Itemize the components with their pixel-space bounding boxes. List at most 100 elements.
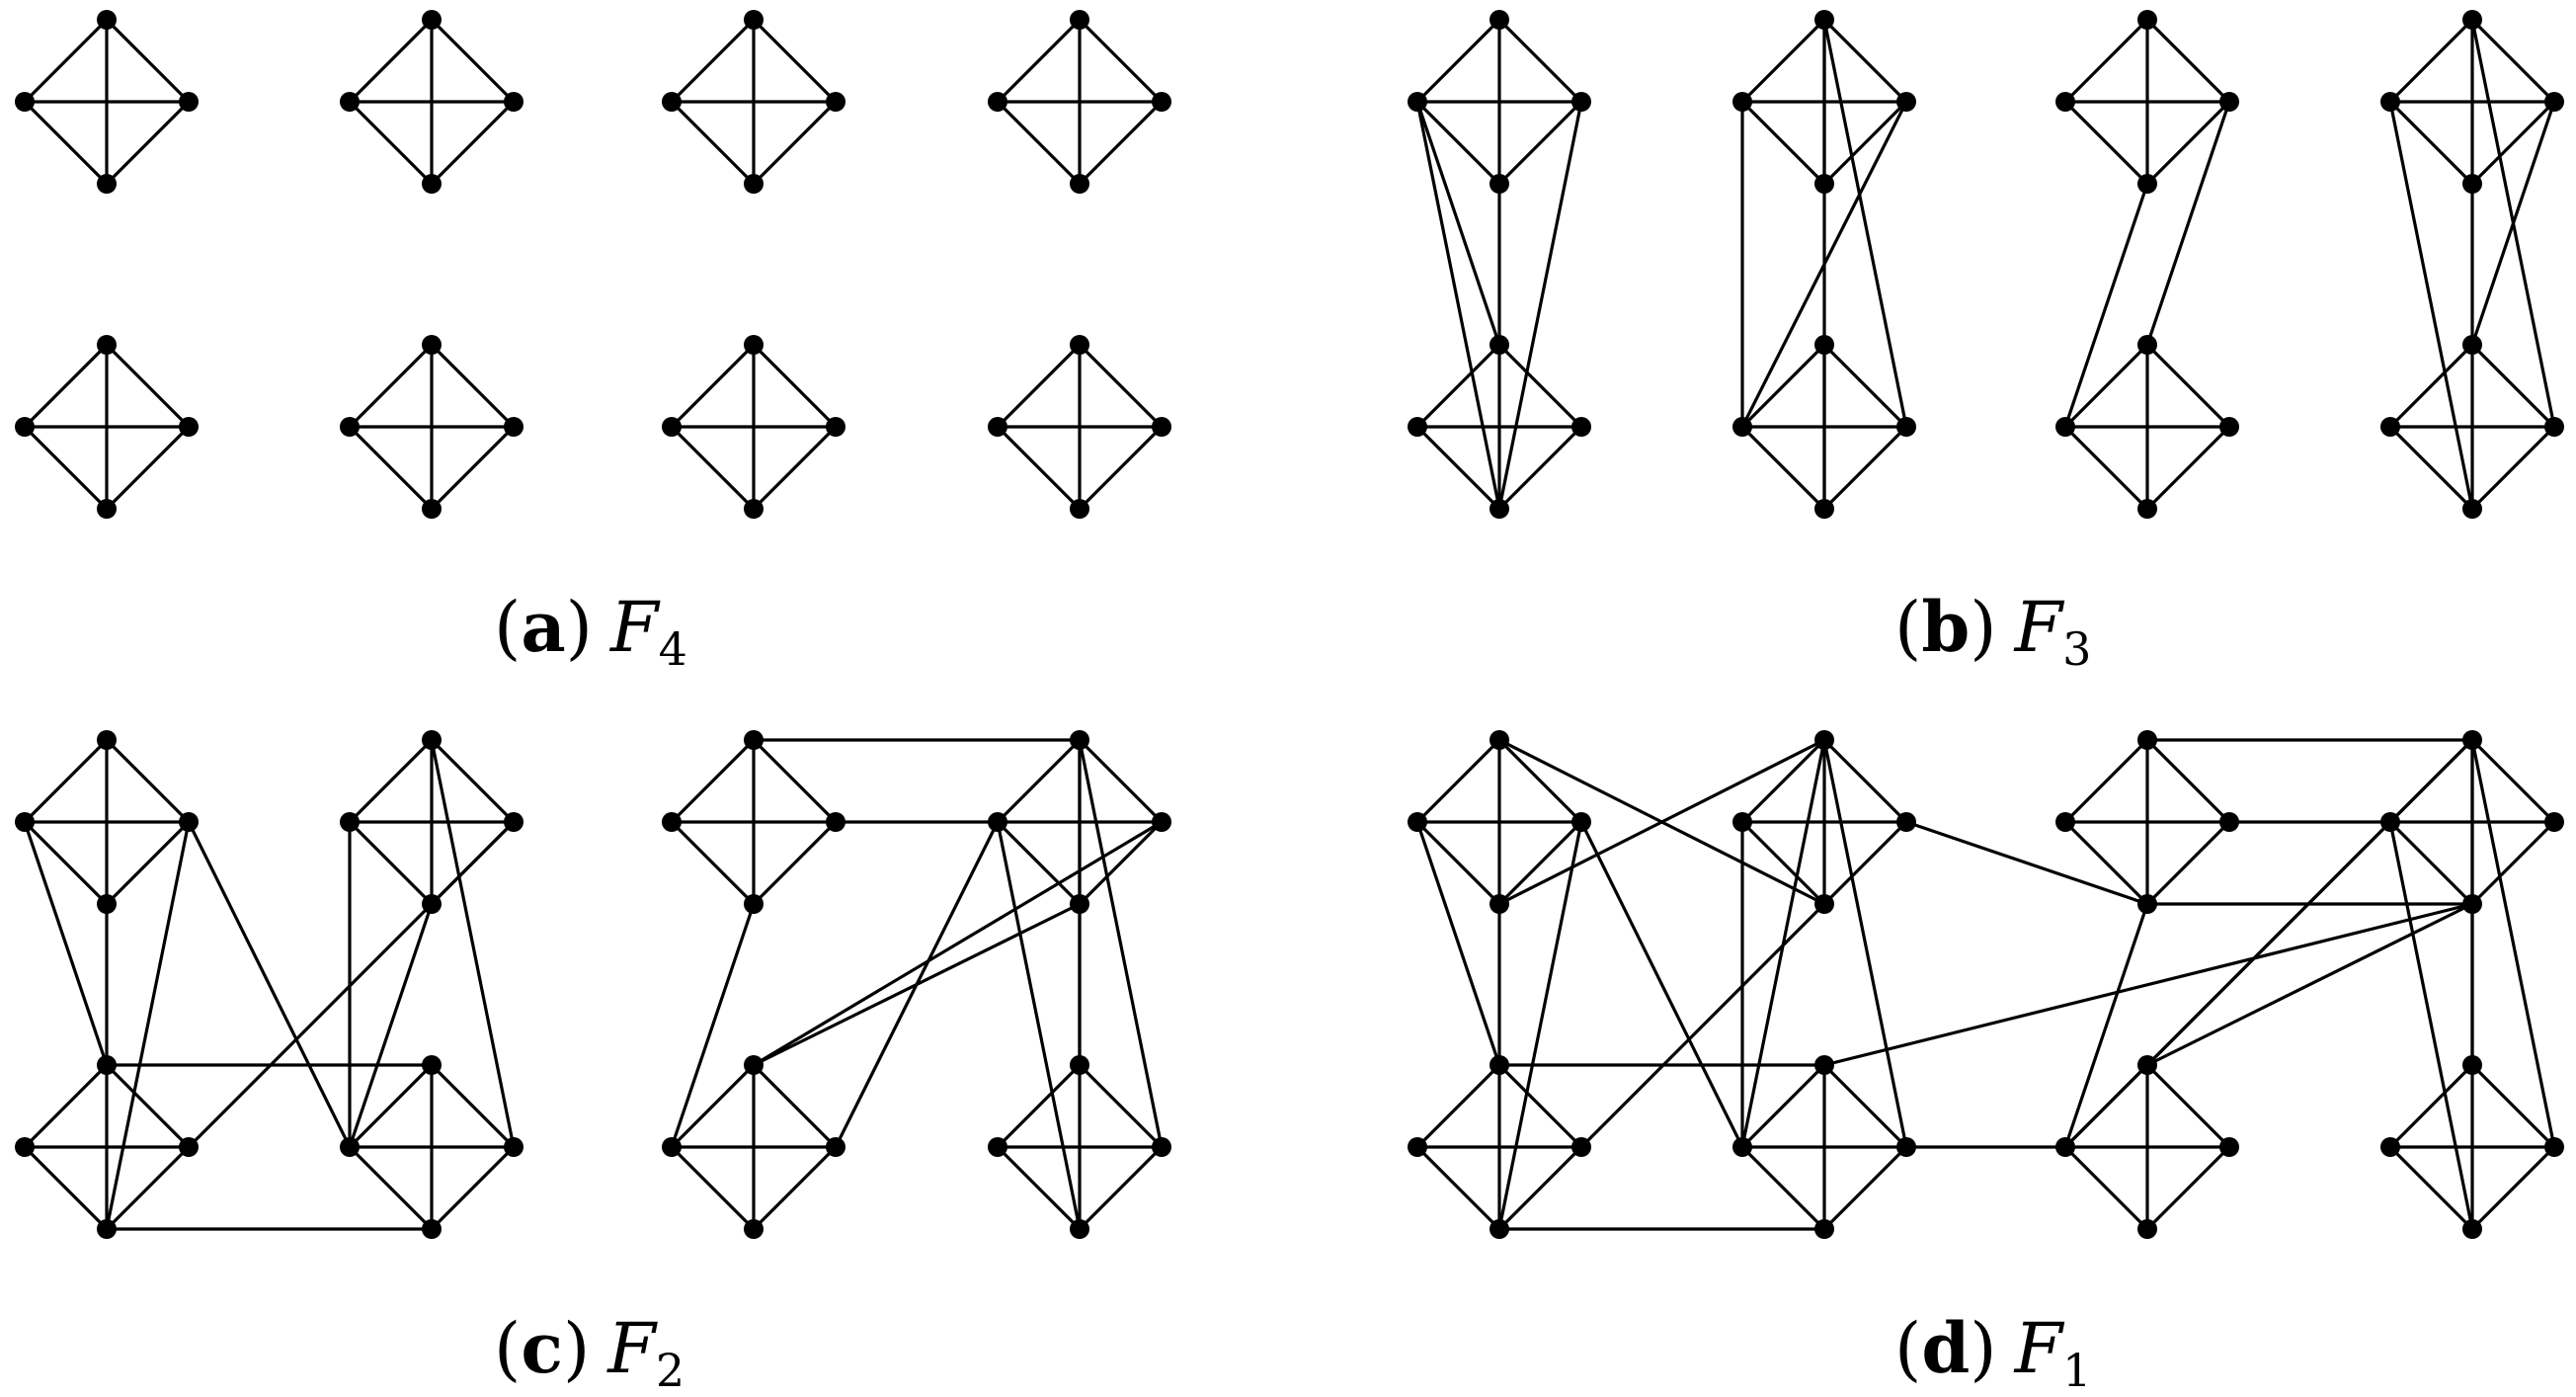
edge-c-151	[1078, 738, 1164, 824]
edge-c-123	[105, 1063, 191, 1149]
vertex-c-76	[422, 1055, 442, 1075]
edge-a-9	[105, 425, 191, 511]
vertex-c-65	[15, 812, 35, 832]
vertex-a-29	[988, 417, 1007, 437]
vertex-d-98	[1571, 812, 1591, 832]
vertex-a-16	[744, 10, 764, 30]
edge-b-94	[2388, 18, 2474, 104]
edge-a-30	[670, 343, 756, 429]
edge-a-14	[348, 100, 434, 186]
vertex-a-3	[97, 174, 117, 194]
caption-graph-symbol: F	[607, 1308, 656, 1389]
edge-b-96	[2388, 100, 2474, 186]
edge-layer	[23, 18, 2556, 1231]
vertex-b-43	[1814, 174, 1834, 194]
vertex-b-41	[1732, 92, 1752, 112]
caption-graph-name: F4	[609, 587, 687, 672]
edge-b-50	[1415, 100, 1501, 186]
edge-c-116	[348, 738, 434, 824]
edge-c-172	[752, 902, 1082, 1067]
edge-a-43	[1078, 343, 1164, 429]
vertex-b-45	[1732, 417, 1752, 437]
edge-a-24	[670, 18, 756, 104]
edge-c-144	[670, 738, 756, 824]
edge-b-100	[2388, 343, 2474, 429]
edge-a-32	[670, 425, 756, 511]
edge-b-51	[1497, 100, 1583, 186]
edge-d-247	[2145, 902, 2474, 1067]
vertex-b-57	[2380, 92, 2400, 112]
vertex-a-6	[179, 417, 199, 437]
vertex-b-42	[1896, 92, 1916, 112]
edge-b-72	[1740, 425, 1826, 511]
edge-c-159	[752, 1145, 838, 1231]
edge-b-101	[2470, 343, 2556, 429]
edge-d-198	[2388, 820, 2474, 906]
vertex-c-77	[340, 1137, 360, 1157]
edge-a-20	[348, 425, 434, 511]
vertex-a-26	[1152, 92, 1171, 112]
edge-c-152	[996, 820, 1082, 906]
edge-a-15	[430, 100, 516, 186]
vertex-b-44	[1814, 335, 1834, 355]
edge-b-102	[2388, 425, 2474, 511]
vertex-d-123	[2137, 1219, 2157, 1239]
vertex-b-49	[2055, 92, 2075, 112]
vertex-a-13	[340, 417, 360, 437]
vertex-d-111	[2462, 894, 2482, 914]
edge-b-70	[1740, 343, 1826, 429]
vertex-b-60	[2462, 335, 2482, 355]
edge-c-158	[670, 1145, 756, 1231]
edge-d-235	[1822, 738, 1908, 1149]
edge-b-67	[1822, 100, 1908, 186]
vertex-a-22	[826, 417, 845, 437]
vertex-d-120	[2137, 1055, 2157, 1075]
vertex-b-56	[2462, 10, 2482, 30]
vertex-a-17	[662, 92, 682, 112]
caption-graph-symbol: F	[609, 587, 659, 668]
edge-c-150	[996, 738, 1082, 824]
vertex-a-11	[422, 174, 442, 194]
edge-b-71	[1822, 343, 1908, 429]
vertex-c-81	[662, 812, 682, 832]
edge-b-66	[1740, 100, 1826, 186]
edge-d-205	[1497, 1145, 1583, 1231]
vertex-a-7	[97, 499, 117, 519]
vertex-c-90	[826, 1137, 845, 1157]
edge-b-65	[1822, 18, 1908, 104]
caption-graph-subscript: 1	[2062, 1344, 2092, 1397]
vertex-b-34	[1571, 92, 1591, 112]
edge-d-197	[2470, 738, 2556, 824]
vertex-d-105	[2055, 812, 2075, 832]
vertex-c-87	[1070, 894, 1089, 914]
vertex-d-124	[2462, 1055, 2482, 1075]
edge-c-140	[348, 902, 434, 1149]
vertex-b-33	[1408, 92, 1427, 112]
edge-a-39	[1078, 100, 1164, 186]
edge-b-49	[1497, 18, 1583, 104]
vertex-d-113	[1408, 1137, 1427, 1157]
edge-a-26	[670, 100, 756, 186]
vertex-d-126	[2544, 1137, 2564, 1157]
vertex-c-92	[1070, 1055, 1089, 1075]
vertex-d-107	[2137, 894, 2157, 914]
edge-b-88	[2063, 425, 2149, 511]
vertex-c-71	[422, 894, 442, 914]
vertex-d-96	[1489, 730, 1509, 750]
vertex-b-53	[2055, 417, 2075, 437]
vertex-d-118	[1896, 1137, 1916, 1157]
edge-b-106	[2388, 100, 2474, 511]
vertex-a-4	[97, 335, 117, 355]
edge-a-2	[23, 100, 109, 186]
vertex-a-18	[826, 92, 845, 112]
vertex-c-67	[97, 894, 117, 914]
vertex-d-115	[1489, 1219, 1509, 1239]
vertex-b-48	[2137, 10, 2157, 30]
vertex-c-84	[1070, 730, 1089, 750]
vertex-d-127	[2462, 1219, 2482, 1239]
edge-a-27	[752, 100, 838, 186]
vertex-a-8	[422, 10, 442, 30]
vertex-a-0	[97, 10, 117, 30]
edge-d-202	[1415, 1063, 1501, 1149]
vertex-d-119	[1814, 1219, 1834, 1239]
